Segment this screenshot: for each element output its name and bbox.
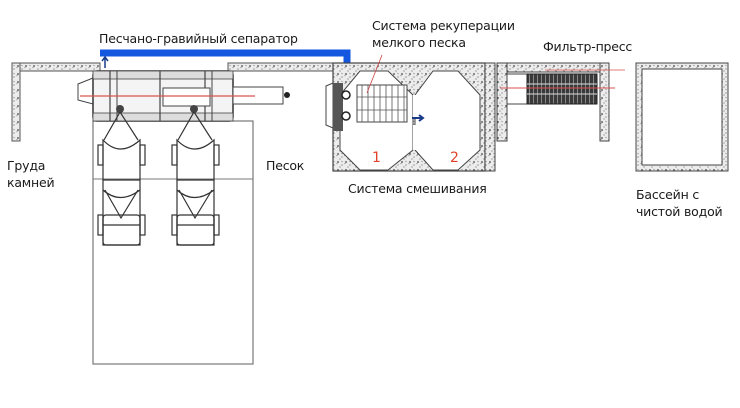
- label-mixing-system: Система смешивания: [348, 181, 487, 196]
- clean-water-pool: [635, 62, 729, 172]
- label-filter-press: Фильтр-пресс: [543, 39, 633, 54]
- label-recovery-line-2: мелкого песка: [372, 35, 466, 50]
- label-recovery-line-1: Система рекуперации: [372, 18, 515, 33]
- pipe-outlet-arrow-icon: [101, 55, 109, 68]
- label-pool-line-2: чистой водой: [636, 204, 723, 219]
- tank-number-2: 2: [450, 150, 459, 166]
- label-sand-gravel-separator: Песчано-гравийный сепаратор: [99, 31, 298, 46]
- label-stone-pile-line-2: камней: [7, 175, 55, 190]
- sand-bay: [92, 120, 254, 365]
- label-stone-pile: Груда камней: [7, 157, 55, 191]
- truck-right: [171, 111, 220, 246]
- fine-sand-recovery-unit: [325, 54, 408, 131]
- top-wall: [227, 62, 339, 72]
- mixing-tank-2: [414, 70, 481, 171]
- flow-arrow-icon: [412, 114, 425, 122]
- sand-gravel-separator: [77, 70, 290, 122]
- label-pool-line-1: Бассейн с: [636, 187, 700, 202]
- left-wall: [11, 62, 101, 142]
- label-fine-sand-recovery: Система рекуперации мелкого песка: [372, 17, 515, 51]
- filter-press: [496, 62, 625, 142]
- label-clean-water-pool: Бассейн с чистой водой: [636, 186, 723, 220]
- truck-left: [97, 111, 146, 246]
- label-sand: Песок: [266, 158, 305, 173]
- recovery-leader-line: [366, 54, 383, 94]
- tank-number-1: 1: [372, 150, 381, 166]
- label-stone-pile-line-1: Груда: [7, 158, 46, 173]
